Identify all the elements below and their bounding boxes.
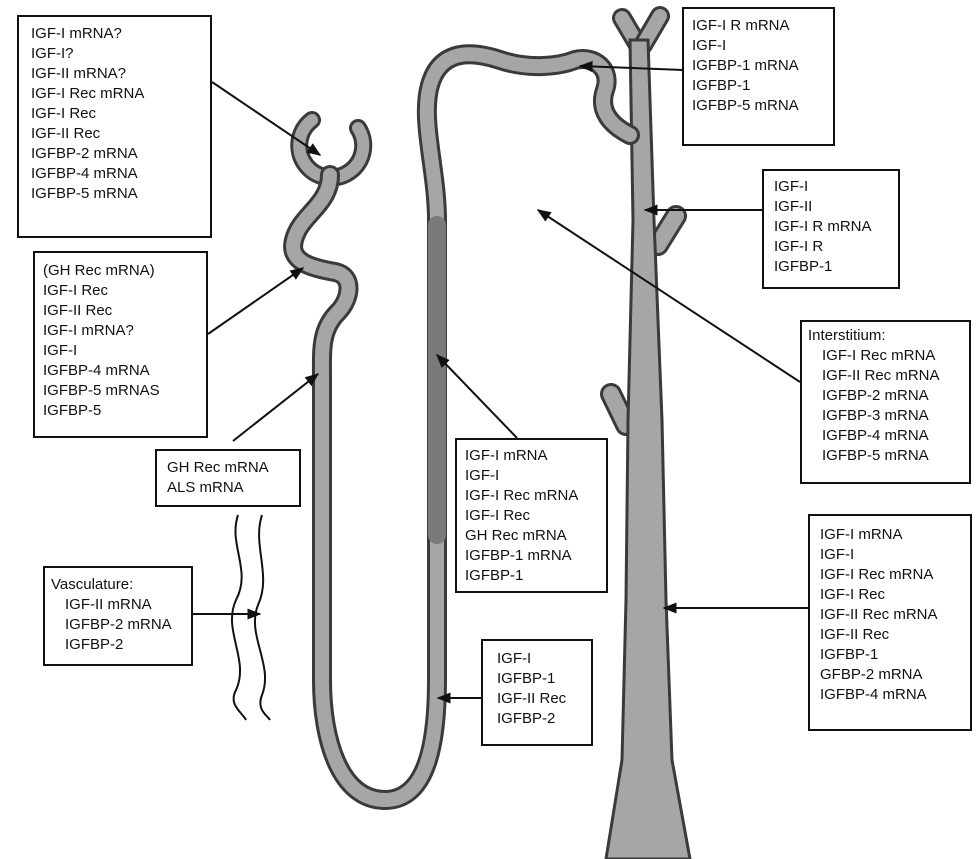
label-box-straight-segment: GH Rec mRNA ALS mRNA	[155, 449, 301, 507]
label-line: IGFBP-1	[465, 567, 524, 584]
label-line: IGFBP-1 mRNA	[465, 547, 572, 564]
label-line: GFBP-2 mRNA	[820, 666, 923, 683]
label-line: IGF-I	[465, 467, 500, 484]
label-line: IGF-I	[820, 546, 855, 563]
label-line: IGFBP-1	[774, 258, 833, 275]
label-line: IGF-I Rec	[31, 105, 97, 122]
label-line: IGFBP-4 mRNA	[31, 165, 138, 182]
label-line: IGFBP-4 mRNA	[820, 686, 927, 703]
label-line: IGFBP-2 mRNA	[65, 616, 172, 633]
label-line: Interstitium:	[808, 327, 886, 344]
vasculature-lines	[231, 514, 271, 721]
label-line: Vasculature:	[51, 576, 134, 593]
label-line: IGFBP-5 mRNA	[31, 185, 138, 202]
label-line: ALS mRNA	[167, 479, 244, 496]
label-line: IGF-I	[43, 342, 78, 359]
label-line: GH Rec mRNA	[167, 459, 269, 476]
label-line: IGF-I Rec mRNA	[822, 347, 936, 364]
label-line: IGFBP-4 mRNA	[822, 427, 929, 444]
label-line: IGF-I Rec mRNA	[820, 566, 934, 583]
label-line: IGF-I R mRNA	[774, 218, 872, 235]
label-box-interstitium: Interstitium: IGF-I Rec mRNA IGF-II Rec mR…	[800, 320, 971, 484]
label-box-vasculature: Vasculature: IGF-II mRNA IGFBP-2 mRNA IGFBP…	[43, 566, 193, 666]
label-line: IGFBP-2 mRNA	[31, 145, 138, 162]
label-line: IGFBP-1	[820, 646, 879, 663]
label-line: IGF-II	[774, 198, 813, 215]
label-line: IGFBP-2	[65, 636, 124, 653]
label-line: GH Rec mRNA	[465, 527, 567, 544]
label-box-cortical-collecting-duct: IGF-I IGF-II IGF-I R mRNA IGF-I R IGFBP-1	[762, 169, 900, 289]
label-line: IGF-I R	[774, 238, 824, 255]
label-line: IGFBP-5	[43, 402, 102, 419]
label-line: IGF-I Rec	[43, 282, 109, 299]
label-line: IGFBP-3 mRNA	[822, 407, 929, 424]
label-line: IGF-I Rec	[820, 586, 886, 603]
label-line: IGF-I	[497, 650, 532, 667]
label-line: IGF-II Rec	[820, 626, 890, 643]
label-line: IGF-II Rec mRNA	[820, 606, 938, 623]
arrow-straight-segment	[232, 373, 320, 442]
arrow-proximal-tubule	[207, 267, 305, 335]
label-line: IGFBP-1 mRNA	[692, 57, 799, 74]
label-line: IGFBP-1	[692, 77, 751, 94]
label-line: IGF-II mRNA?	[31, 65, 127, 82]
label-line: IGFBP-2	[497, 710, 556, 727]
nephron-tubule-shape	[283, 44, 640, 810]
label-line: IGFBP-5 mRNA	[692, 97, 799, 114]
label-line: IGF-I Rec mRNA	[31, 85, 145, 102]
label-line: IGF-I mRNA	[465, 447, 548, 464]
label-line: (GH Rec mRNA)	[43, 262, 155, 279]
label-line: IGF-II Rec	[31, 125, 101, 142]
label-line: IGF-I mRNA?	[31, 25, 122, 42]
arrow-glomerulus	[211, 81, 322, 156]
label-line: IGF-II Rec	[43, 302, 113, 319]
label-line: IGF-I mRNA?	[43, 322, 134, 339]
label-line: IGF-I Rec	[465, 507, 531, 524]
arrow-distal-tubule	[578, 60, 684, 73]
label-line: IGFBP-5 mRNAS	[43, 382, 160, 399]
label-line: IGF-II Rec	[497, 690, 567, 707]
arrow-thick-ascending-limb	[436, 353, 518, 439]
label-line: IGF-II Rec mRNA	[822, 367, 940, 384]
label-line: IGFBP-5 mRNA	[822, 447, 929, 464]
label-line: IGF-I?	[31, 45, 74, 62]
label-line: IGFBP-2 mRNA	[822, 387, 929, 404]
label-box-glomerulus: IGF-I mRNA? IGF-I? IGF-II mRNA? IGF-I Rec m…	[17, 15, 212, 238]
label-line: IGF-I Rec mRNA	[465, 487, 579, 504]
leader-lines	[193, 60, 808, 704]
collecting-duct-shape	[600, 6, 692, 859]
label-line: IGFBP-4 mRNA	[43, 362, 150, 379]
label-line: IGF-I	[774, 178, 809, 195]
label-line: IGF-I R mRNA	[692, 17, 790, 34]
label-line: IGF-I mRNA	[820, 526, 903, 543]
label-line: IGF-I	[692, 37, 727, 54]
label-line: IGF-II mRNA	[65, 596, 152, 613]
label-line: IGFBP-1	[497, 670, 556, 687]
arrow-interstitium	[536, 209, 801, 383]
